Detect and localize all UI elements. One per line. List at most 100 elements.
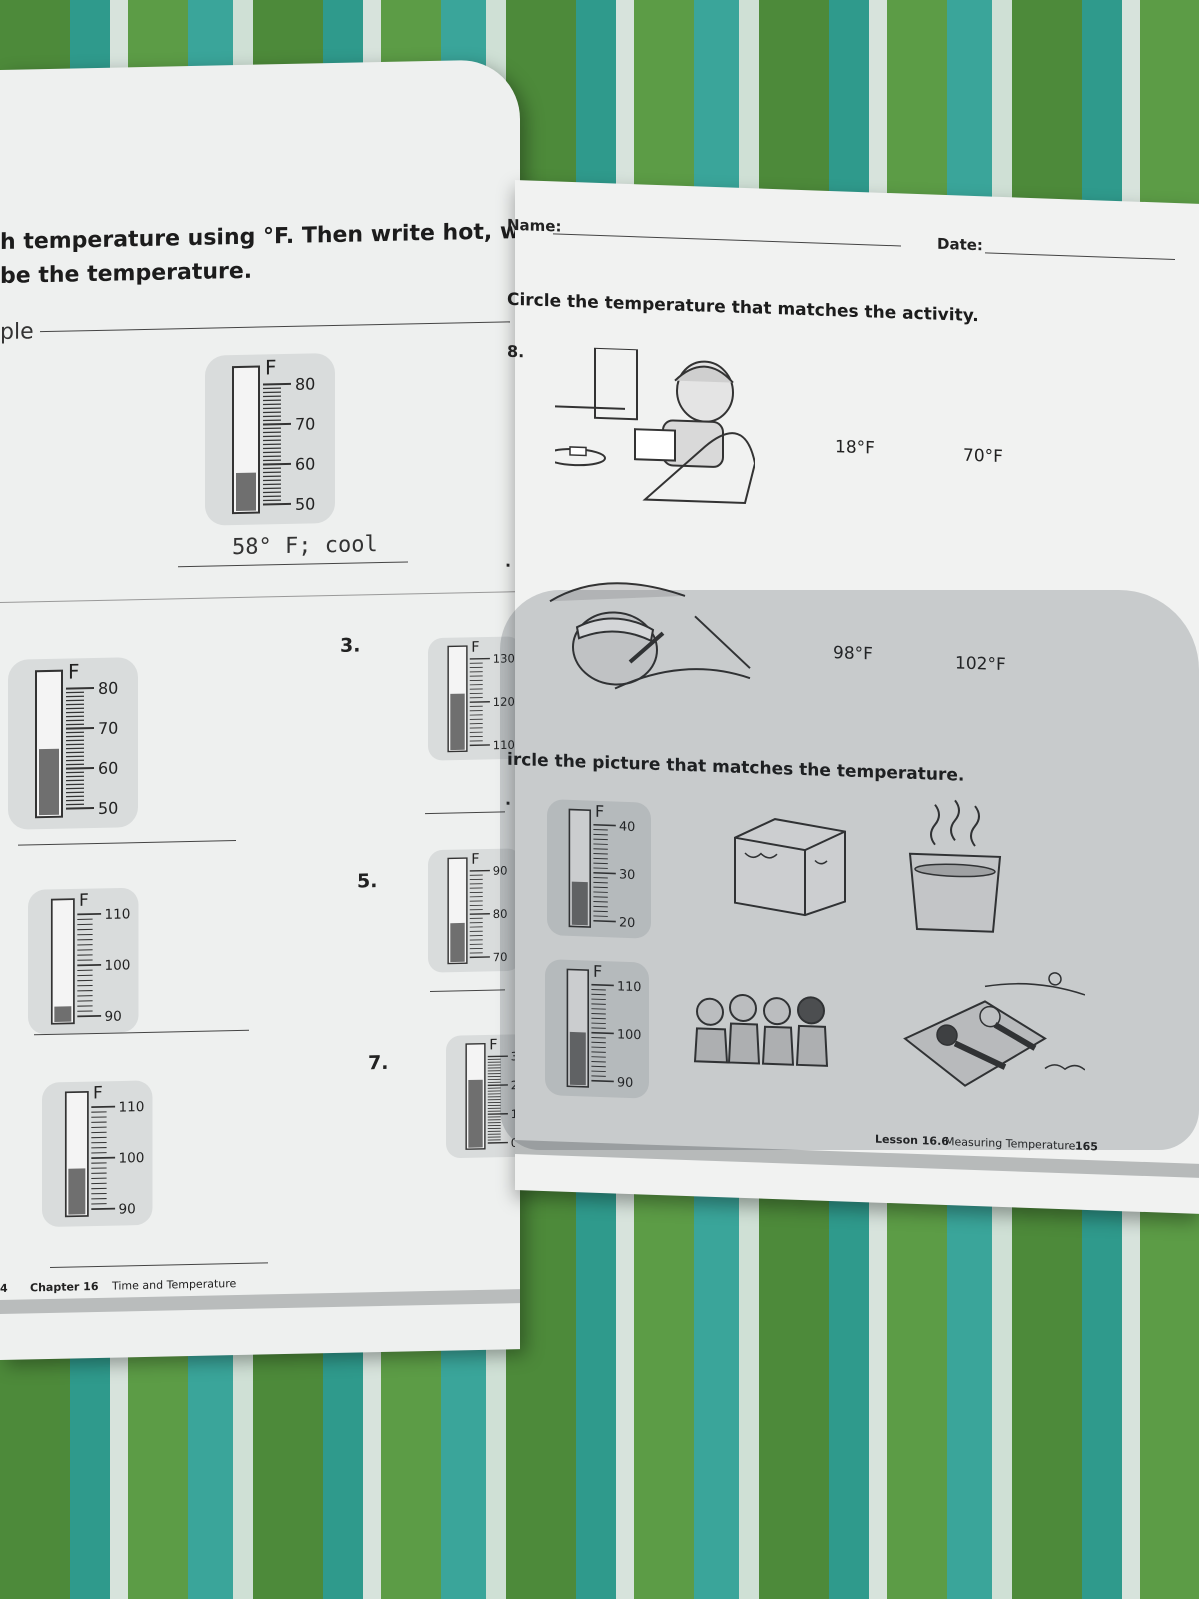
hot-drink-illustration[interactable]: [905, 794, 1005, 937]
thermometer-tick-label: 80: [98, 679, 118, 698]
question-10-thermometer: 40 30 20 F: [547, 791, 652, 950]
instruction-circle-temperature: Circle the temperature that matches the …: [507, 289, 979, 327]
thermometer-tick: [591, 1051, 606, 1053]
instruction-circle-picture: ircle the picture that matches the tempe…: [507, 749, 965, 786]
left-footer-chapter: Chapter 16: [30, 1279, 99, 1295]
thermometer-tick-label: 50: [295, 494, 315, 513]
instruction-line-2: be the temperature.: [0, 258, 253, 289]
thermometer-tick-label: 110: [617, 979, 641, 995]
thermometer-unit-label: F: [595, 802, 604, 821]
question-11-thermometer: 110 100 90 F: [545, 951, 650, 1110]
thermometer-tick: [591, 1022, 606, 1025]
thermometer-tick: [593, 843, 608, 845]
thermometer-unit-label: F: [489, 1037, 497, 1053]
thermometer-tick: [591, 1046, 606, 1049]
thermometer-tick-label: 70: [98, 719, 118, 738]
ice-cube-illustration[interactable]: [715, 807, 855, 922]
thermometer-unit-label: F: [593, 962, 602, 981]
thermometer-tick: [591, 1065, 606, 1068]
thermometer-tick: [263, 502, 291, 506]
thermometer-level: [468, 1079, 483, 1148]
thermometer-level: [236, 472, 256, 512]
thermometer-tick-label: 40: [619, 819, 635, 835]
thermometer-graphic: 40 30 20 F: [547, 799, 652, 939]
thermometer-unit-label: F: [471, 852, 479, 868]
problem-5-number: 5.: [357, 870, 378, 893]
thermometer-tick-label: 20: [619, 915, 635, 931]
left-workbook-page: h temperature using °F. Then write hot, …: [0, 59, 598, 1361]
thermometer-tick: [591, 988, 606, 991]
thermometer-tick-label: 60: [295, 454, 315, 473]
thermometer-tick: [593, 853, 608, 855]
thermometer-tick: [66, 807, 94, 810]
thermometer-tick-label: 30: [619, 867, 635, 883]
thermometer-tick: [593, 910, 608, 913]
thermometer-tick: [593, 838, 608, 841]
sick-child-illustration: [549, 582, 751, 690]
thermometer-tick: [263, 382, 291, 386]
example-label: ple: [0, 319, 34, 345]
q8-option-1[interactable]: 18°F: [835, 437, 875, 459]
thermometer-tick: [591, 998, 606, 1001]
question-9-number: .: [505, 551, 512, 571]
thermometer-tick-label: 110: [119, 1099, 145, 1116]
thermometer-tick-label: 50: [98, 799, 118, 818]
thermometer-level: [450, 693, 465, 751]
left-footer-page-number: 4: [0, 1281, 8, 1295]
thermometer-tick-label: 110: [105, 906, 131, 923]
right-footer-title: Measuring Temperature: [945, 1135, 1076, 1153]
thermometer-tick: [591, 1017, 606, 1020]
question-10-number: .: [505, 789, 512, 809]
thermometer-tick-label: 90: [493, 863, 508, 877]
thermometer-tick: [593, 829, 608, 831]
problem-3-number: 3.: [340, 634, 361, 657]
thermometer-tick: [263, 422, 291, 426]
q9-option-2[interactable]: 102°F: [955, 653, 1006, 676]
thermometer-tick-label: 120: [493, 695, 515, 709]
thermometer-graphic: 90 80 70 F: [428, 848, 522, 973]
thermometer-tick: [593, 867, 608, 869]
beach-sunbathing-illustration[interactable]: [895, 953, 1085, 1110]
thermometer-unit-label: F: [265, 355, 277, 379]
thermometer-unit-label: F: [93, 1083, 103, 1103]
thermometer-tick: [593, 833, 608, 836]
thermometer-tick: [593, 915, 608, 917]
thermometer-tick: [591, 1003, 606, 1005]
thermometer-tick-label: 0: [511, 1136, 518, 1150]
thermometer-tick: [593, 919, 616, 923]
children-in-coats-illustration[interactable]: [685, 986, 845, 1072]
thermometer-tick: [263, 462, 291, 466]
thermometer-tick-label: 100: [105, 957, 131, 974]
thermometer-tick-label: 130: [493, 651, 515, 665]
q8-option-2[interactable]: 70°F: [963, 445, 1003, 468]
thermometer-tick-label: 80: [493, 907, 508, 921]
thermometer-tick: [591, 1041, 606, 1044]
thermometer-tick: [593, 871, 616, 875]
q9-option-1[interactable]: 98°F: [833, 643, 873, 665]
thermometer-tick: [591, 1008, 606, 1010]
thermometer-tick-label: 90: [119, 1201, 136, 1217]
thermometer-tick: [591, 993, 606, 996]
thermometer-tick-label: 110: [493, 738, 515, 752]
thermometer-tick: [591, 1079, 614, 1083]
thermometer-tick: [591, 1012, 606, 1015]
thermometer-level: [571, 881, 588, 926]
thermometer-tick: [593, 881, 608, 884]
thermometer-unit-label: F: [68, 659, 80, 683]
date-label: Date:: [937, 234, 983, 255]
problem-7-number: 7.: [368, 1051, 389, 1075]
thermometer-tick-label: 100: [617, 1027, 641, 1043]
thermometer-tick-label: 90: [617, 1075, 633, 1091]
right-footer-page-number: 165: [1075, 1139, 1098, 1154]
thermometer-tick: [591, 983, 614, 987]
thermometer-tick: [593, 901, 608, 903]
thermometer-level: [569, 1031, 586, 1086]
thermometer-tick: [591, 1027, 606, 1029]
thermometer-tick-label: 70: [493, 950, 508, 964]
